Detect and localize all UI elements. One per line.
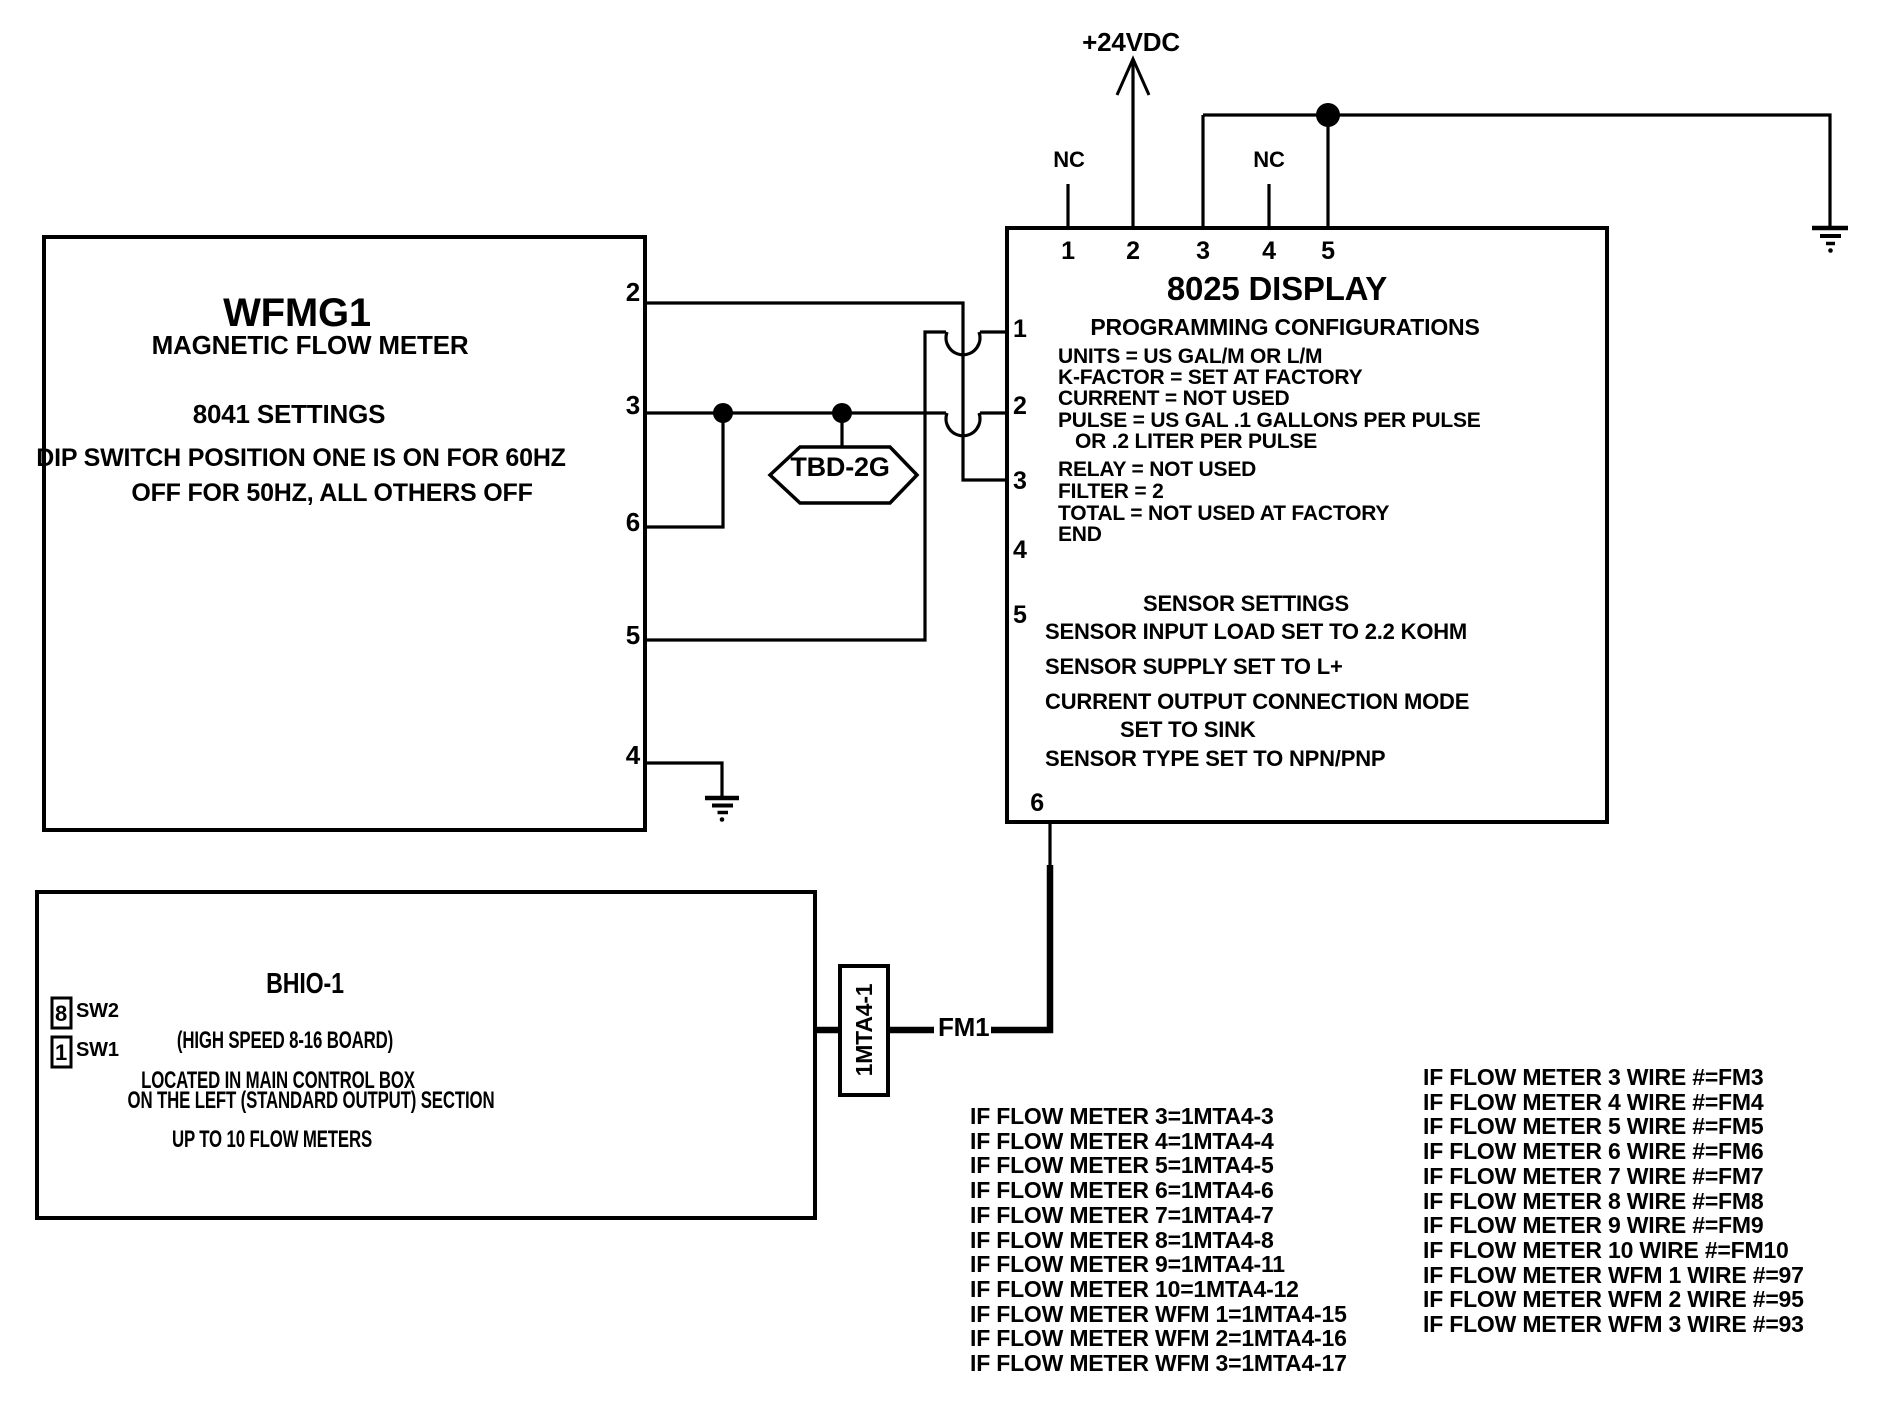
8025-left-pin-2: 2	[1013, 392, 1027, 420]
junction-dot	[1316, 103, 1340, 127]
8025-left-pin-3: 3	[1013, 467, 1027, 495]
config-line: END	[1058, 523, 1102, 546]
wfmg1-pin-5: 5	[625, 620, 640, 650]
wire-hop-arc-upper	[944, 331, 982, 357]
sw1-dip-value: 1	[54, 1040, 68, 1065]
wfmg1-pin-2: 2	[625, 277, 640, 307]
sensor-line: SENSOR INPUT LOAD SET TO 2.2 KOHM	[1045, 619, 1468, 644]
8025-top-pin-1: 1	[1061, 237, 1075, 265]
wire-wfmg1-p5-to-8025-p1	[645, 330, 1008, 642]
wfmg1-title: WFMG1	[223, 291, 371, 335]
note-line: IF FLOW METER 9=1MTA4-11	[970, 1251, 1285, 1278]
wire-wfmg1-p2-to-8025-p3	[645, 301, 1008, 482]
tbd-2g-hexagon-tag	[767, 445, 920, 505]
sensor-settings-heading: SENSOR SETTINGS	[1142, 591, 1350, 616]
note-line: IF FLOW METER WFM 3 WIRE #=93	[1423, 1311, 1804, 1338]
junction-dot	[713, 403, 733, 423]
config-line: K-FACTOR = SET AT FACTORY	[1058, 366, 1363, 389]
note-line: IF FLOW METER 8 WIRE #=FM8	[1423, 1187, 1764, 1214]
config-line: TOTAL = NOT USED AT FACTORY	[1058, 502, 1390, 525]
wfmg1-note-line1: DIP SWITCH POSITION ONE IS ON FOR 60HZ	[36, 444, 566, 472]
note-line: IF FLOW METER 3 WIRE #=FM3	[1423, 1064, 1764, 1090]
wfmg1-pin-3: 3	[625, 390, 640, 420]
sw2-label: SW2	[76, 1000, 119, 1022]
note-line: IF FLOW METER 4=1MTA4-4	[970, 1127, 1274, 1154]
8025-top-pin-5: 5	[1321, 237, 1335, 265]
note-line: IF FLOW METER 10=1MTA4-12	[970, 1275, 1299, 1302]
wfmg1-subtitle: MAGNETIC FLOW METER	[151, 330, 469, 360]
note-line: IF FLOW METER 9 WIRE #=FM9	[1423, 1212, 1764, 1239]
bhio1-line4: UP TO 10 FLOW METERS	[171, 1126, 373, 1153]
8025-left-pin-5: 5	[1013, 601, 1027, 629]
wfmg1-pin-4: 4	[625, 740, 640, 770]
note-line: IF FLOW METER 4 WIRE #=FM4	[1423, 1088, 1764, 1115]
bhio1-line1: (HIGH SPEED 8-16 BOARD)	[176, 1027, 394, 1054]
note-line: IF FLOW METER 5=1MTA4-5	[970, 1152, 1274, 1179]
tbd-2g-label: TBD-2G	[790, 452, 890, 482]
sw2-dip-box	[50, 996, 73, 1030]
note-line: IF FLOW METER 10 WIRE #=FM10	[1423, 1236, 1789, 1263]
8025-title: 8025 DISPLAY	[1166, 270, 1388, 307]
8025-bottom-pin-6: 6	[1030, 789, 1044, 817]
nc-label-pin1: NC	[1053, 147, 1085, 172]
sw1-label: SW1	[76, 1039, 119, 1061]
note-line: IF FLOW METER WFM 3=1MTA4-17	[970, 1350, 1347, 1377]
config-line: FILTER = 2	[1058, 480, 1164, 503]
8025-left-pin-1: 1	[1013, 315, 1027, 343]
wfmg1-note-line2: OFF FOR 50HZ, ALL OTHERS OFF	[131, 479, 533, 507]
wire-top-to-ground	[1203, 113, 1832, 226]
wfmg1-box-outline	[42, 235, 647, 832]
note-line: IF FLOW METER 6 WIRE #=FM6	[1423, 1138, 1764, 1165]
wire-wfmg1-p6-junction	[645, 413, 725, 529]
display8025-box-outline	[1005, 226, 1609, 824]
ground-symbol-right	[1812, 225, 1848, 253]
bhio1-line3: ON THE LEFT (STANDARD OUTPUT) SECTION	[127, 1087, 495, 1114]
note-line: IF FLOW METER 3=1MTA4-3	[970, 1103, 1274, 1129]
notes-list-left: IF FLOW METER 3=1MTA4-3 IF FLOW METER 4=…	[970, 1104, 1347, 1376]
ground-symbol-left	[705, 795, 739, 822]
sensor-line: SET TO SINK	[1120, 717, 1256, 742]
note-line: IF FLOW METER 6=1MTA4-6	[970, 1177, 1274, 1204]
wire-fm1-to-8025-p6	[991, 865, 1054, 1034]
config-line: PULSE = US GAL .1 GALLONS PER PULSE	[1058, 409, 1481, 432]
bhio1-title: BHIO-1	[266, 968, 344, 1000]
config-line: UNITS = US GAL/M OR L/M	[1058, 345, 1323, 368]
fm1-heavy-wire	[815, 865, 1054, 1034]
config-line: RELAY = NOT USED	[1058, 458, 1257, 481]
note-line: IF FLOW METER 7 WIRE #=FM7	[1423, 1162, 1764, 1189]
8025-left-pin-4: 4	[1013, 536, 1027, 564]
junction-dot	[832, 403, 852, 423]
wire-wfmg1-p4-to-ground	[645, 761, 724, 797]
note-line: IF FLOW METER 7=1MTA4-7	[970, 1201, 1274, 1228]
sensor-line: CURRENT OUTPUT CONNECTION MODE	[1045, 689, 1470, 714]
config-line: OR .2 LITER PER PULSE	[1075, 430, 1318, 453]
wfmg1-settings-heading: 8041 SETTINGS	[192, 399, 386, 429]
sw2-dip-value: 8	[54, 1001, 68, 1026]
connector-1mta4-1-label: 1MTA4-1	[850, 983, 877, 1077]
8025-top-pin-4: 4	[1262, 237, 1276, 265]
8025-top-pin-3: 3	[1196, 237, 1210, 265]
power-arrow-icon	[1115, 55, 1151, 96]
sensor-line: SENSOR SUPPLY SET TO L+	[1045, 654, 1343, 679]
note-line: IF FLOW METER WFM 2 WIRE #=95	[1423, 1286, 1804, 1313]
wire-hop-arc-lower	[944, 412, 982, 438]
power-24vdc-label: +24VDC	[1082, 27, 1180, 57]
note-line: IF FLOW METER WFM 2=1MTA4-16	[970, 1325, 1347, 1352]
fm1-wire-label: FM1	[938, 1012, 990, 1042]
note-line: IF FLOW METER WFM 1 WIRE #=97	[1423, 1261, 1804, 1288]
wfmg1-pin-6: 6	[625, 507, 640, 537]
notes-list-right: IF FLOW METER 3 WIRE #=FM3 IF FLOW METER…	[1423, 1065, 1804, 1337]
sensor-line: SENSOR TYPE SET TO NPN/PNP	[1045, 746, 1386, 771]
8025-subtitle: PROGRAMMING CONFIGURATIONS	[1090, 314, 1480, 340]
8025-top-pin-2: 2	[1126, 237, 1140, 265]
nc-label-pin4: NC	[1253, 147, 1285, 172]
bhio1-box-outline	[35, 890, 817, 1220]
note-line: IF FLOW METER WFM 1=1MTA4-15	[970, 1300, 1347, 1327]
note-line: IF FLOW METER 8=1MTA4-8	[970, 1226, 1274, 1253]
sw1-dip-box	[50, 1035, 73, 1069]
bhio1-line2: LOCATED IN MAIN CONTROL BOX	[141, 1067, 415, 1094]
note-line: IF FLOW METER 5 WIRE #=FM5	[1423, 1113, 1764, 1140]
config-line: CURRENT = NOT USED	[1058, 387, 1290, 410]
